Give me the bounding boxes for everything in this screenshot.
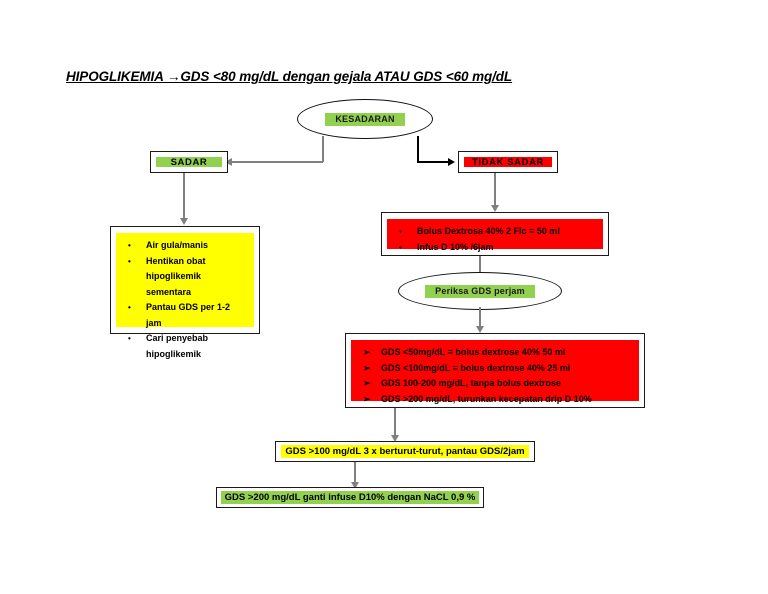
connector-kesadaran-right-arm [417,161,449,163]
node-gds-protocol[interactable]: ➢ GDS <50mg/dL = bolus dextrose 40% 50 m… [345,333,645,408]
list-item: • Hentikan obat hipoglikemik sementara [122,254,248,301]
list-item: • Bolus Dextrosa 40% 2 Flc = 50 ml [393,224,597,240]
node-outcome-switch[interactable]: GDS >200 mg/dL ganti infuse D10% dengan … [216,487,484,508]
node-outcome-switch-label: GDS >200 mg/dL ganti infuse D10% dengan … [220,491,480,504]
list-item-line1: GDS <50mg/dL = bolus dextrose 40% 50 ml [381,347,566,357]
connector-kesadaran-left-stem [322,136,324,162]
node-kesadaran-label: KESADARAN [325,112,405,126]
bullet-icon: • [128,241,131,250]
arrow-bullet-icon: ➢ [363,393,371,404]
arrow-bullet-icon: ➢ [363,347,371,357]
connector-tidak-sadar-down [494,173,496,206]
list-item-line2: hipoglikemik sementara [146,271,202,297]
connector-monitor-down [354,462,356,483]
bullet-icon: • [128,334,131,343]
list-item-line1: Air gula/manis [146,240,209,250]
bullet-icon: • [399,227,402,236]
node-kesadaran[interactable]: KESADARAN [297,99,433,139]
list-item: • Air gula/manis [122,238,248,254]
node-outcome-monitor-label: GDS >100 mg/dL 3 x berturut-turut, panta… [281,445,529,458]
node-conscious-actions[interactable]: • Air gula/manis • Hentikan obat hipogli… [110,226,260,359]
list-item: • Cari penyebab hipoglikemik [122,331,248,362]
arrow-bullet-icon: ➢ [363,378,371,388]
list-item-line1: Bolus Dextrosa 40% 2 Flc = 50 ml [417,226,560,236]
page-title: HIPOGLIKEMIA →GDS <80 mg/dL dengan gejal… [66,69,513,84]
connector-arrow-periksa-down [475,326,484,333]
node-sadar-label: SADAR [156,157,222,168]
list-item-line1: Cari penyebab [146,333,209,343]
connector-protocol-down [394,408,396,436]
node-sadar[interactable]: SADAR [150,151,228,173]
bullet-icon: • [128,303,131,312]
list-item: ➢ GDS >200 mg/dL, turunkan kecepatan dri… [357,392,633,408]
connector-arrow-protocol-down [390,435,399,442]
list-item: • Pantau GDS per 1-2 jam [122,300,248,331]
gds-protocol-fill: ➢ GDS <50mg/dL = bolus dextrose 40% 50 m… [351,340,639,404]
connector-arrow-monitor-down [350,482,359,489]
list-item: ➢ GDS <100mg/dL = bolus dextrose 40% 25 … [357,361,633,377]
node-periksa-gds[interactable]: Periksa GDS perjam [398,272,562,310]
connector-arrow-to-tidak-sadar [448,157,455,166]
node-outcome-monitor[interactable]: GDS >100 mg/dL 3 x berturut-turut, panta… [275,441,535,462]
connector-arrow-to-sadar [225,157,232,166]
list-item-line1: GDS <100mg/dL = bolus dextrose 40% 25 ml [381,362,571,373]
list-item: • Infus D 10% /6jam [393,240,597,256]
connector-kesadaran-right-stem [417,136,419,162]
list-item-line1: GDS >200 mg/dL, turunkan kecepatan drip … [381,393,592,404]
conscious-actions-fill: • Air gula/manis • Hentikan obat hipogli… [116,233,254,359]
list-item: ➢ GDS 100-200 mg/dL, tanpa bolus dextros… [357,376,633,392]
connector-bolus-down [479,256,481,274]
unconscious-actions-fill: • Bolus Dextrosa 40% 2 Flc = 50 ml • Inf… [387,219,603,252]
bullet-icon: • [128,256,131,266]
list-item-line1: Hentikan obat [146,255,206,266]
connector-periksa-down [479,307,481,327]
list-item-line1: Pantau GDS per 1-2 jam [146,302,231,328]
node-tidak-sadar-label: TIDAK SADAR [464,157,552,168]
list-item: ➢ GDS <50mg/dL = bolus dextrose 40% 50 m… [357,345,633,361]
connector-arrow-sadar-down [179,218,188,225]
connector-arrow-tidak-sadar-down [490,205,499,212]
connector-kesadaran-left-arm [232,161,323,163]
list-item-line1: Infus D 10% /6jam [417,241,494,252]
arrow-bullet-icon: ➢ [363,362,371,373]
bullet-icon: • [399,242,402,252]
connector-sadar-down [183,173,185,219]
list-item-line2: hipoglikemik [146,348,202,359]
node-periksa-gds-label: Periksa GDS perjam [425,284,535,298]
list-item-line1: GDS 100-200 mg/dL, tanpa bolus dextrose [381,378,562,388]
node-tidak-sadar[interactable]: TIDAK SADAR [458,151,558,173]
node-unconscious-actions[interactable]: • Bolus Dextrosa 40% 2 Flc = 50 ml • Inf… [381,212,609,256]
